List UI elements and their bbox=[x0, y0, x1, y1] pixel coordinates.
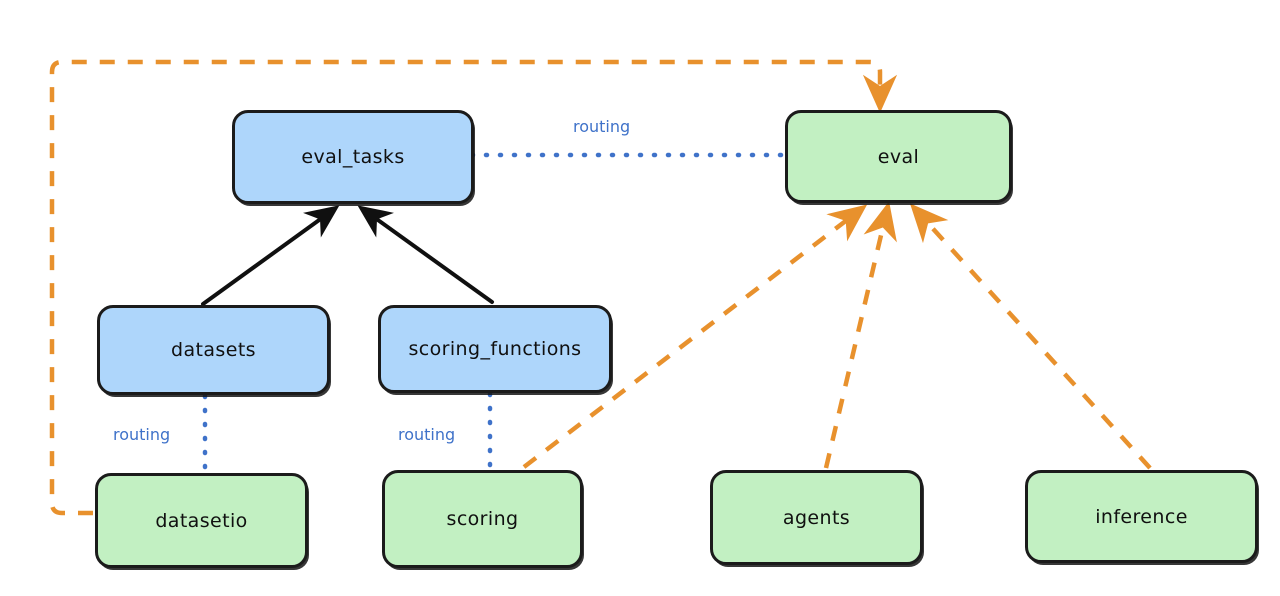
edge-datasets-to-eval-tasks bbox=[201, 205, 340, 306]
node-label-datasets: datasets bbox=[171, 339, 256, 361]
node-datasets[interactable]: datasets bbox=[97, 305, 330, 395]
edge-label-routing-datasets-datasetio: routing bbox=[113, 425, 171, 444]
edge-scoring-functions-to-eval-tasks bbox=[357, 205, 494, 304]
node-scoring-functions[interactable]: scoring_functions bbox=[378, 305, 612, 393]
edge-agents-to-eval bbox=[823, 201, 897, 469]
edge-label-routing-eval-tasks-eval: routing bbox=[573, 117, 631, 136]
node-inference[interactable]: inference bbox=[1025, 470, 1258, 563]
node-label-inference: inference bbox=[1095, 505, 1188, 528]
node-label-datasetio: datasetio bbox=[155, 509, 248, 532]
node-label-scoring-functions: scoring_functions bbox=[408, 338, 582, 360]
node-datasetio[interactable]: datasetio bbox=[95, 473, 308, 568]
edge-label-routing-scoring-functions-scoring: routing bbox=[398, 425, 456, 444]
node-agents[interactable]: agents bbox=[710, 470, 923, 565]
node-label-scoring: scoring bbox=[446, 508, 519, 530]
edge-scoring-to-eval bbox=[522, 204, 868, 469]
node-label-eval-tasks: eval_tasks bbox=[301, 146, 405, 168]
node-eval-tasks[interactable]: eval_tasks bbox=[232, 110, 474, 204]
edge-inference-to-eval bbox=[909, 203, 1152, 470]
edge-datasetio-to-eval bbox=[49, 59, 898, 516]
node-label-agents: agents bbox=[782, 506, 851, 529]
node-label-eval: eval bbox=[877, 145, 920, 168]
node-scoring[interactable]: scoring bbox=[382, 470, 583, 568]
node-eval[interactable]: eval bbox=[785, 110, 1012, 203]
